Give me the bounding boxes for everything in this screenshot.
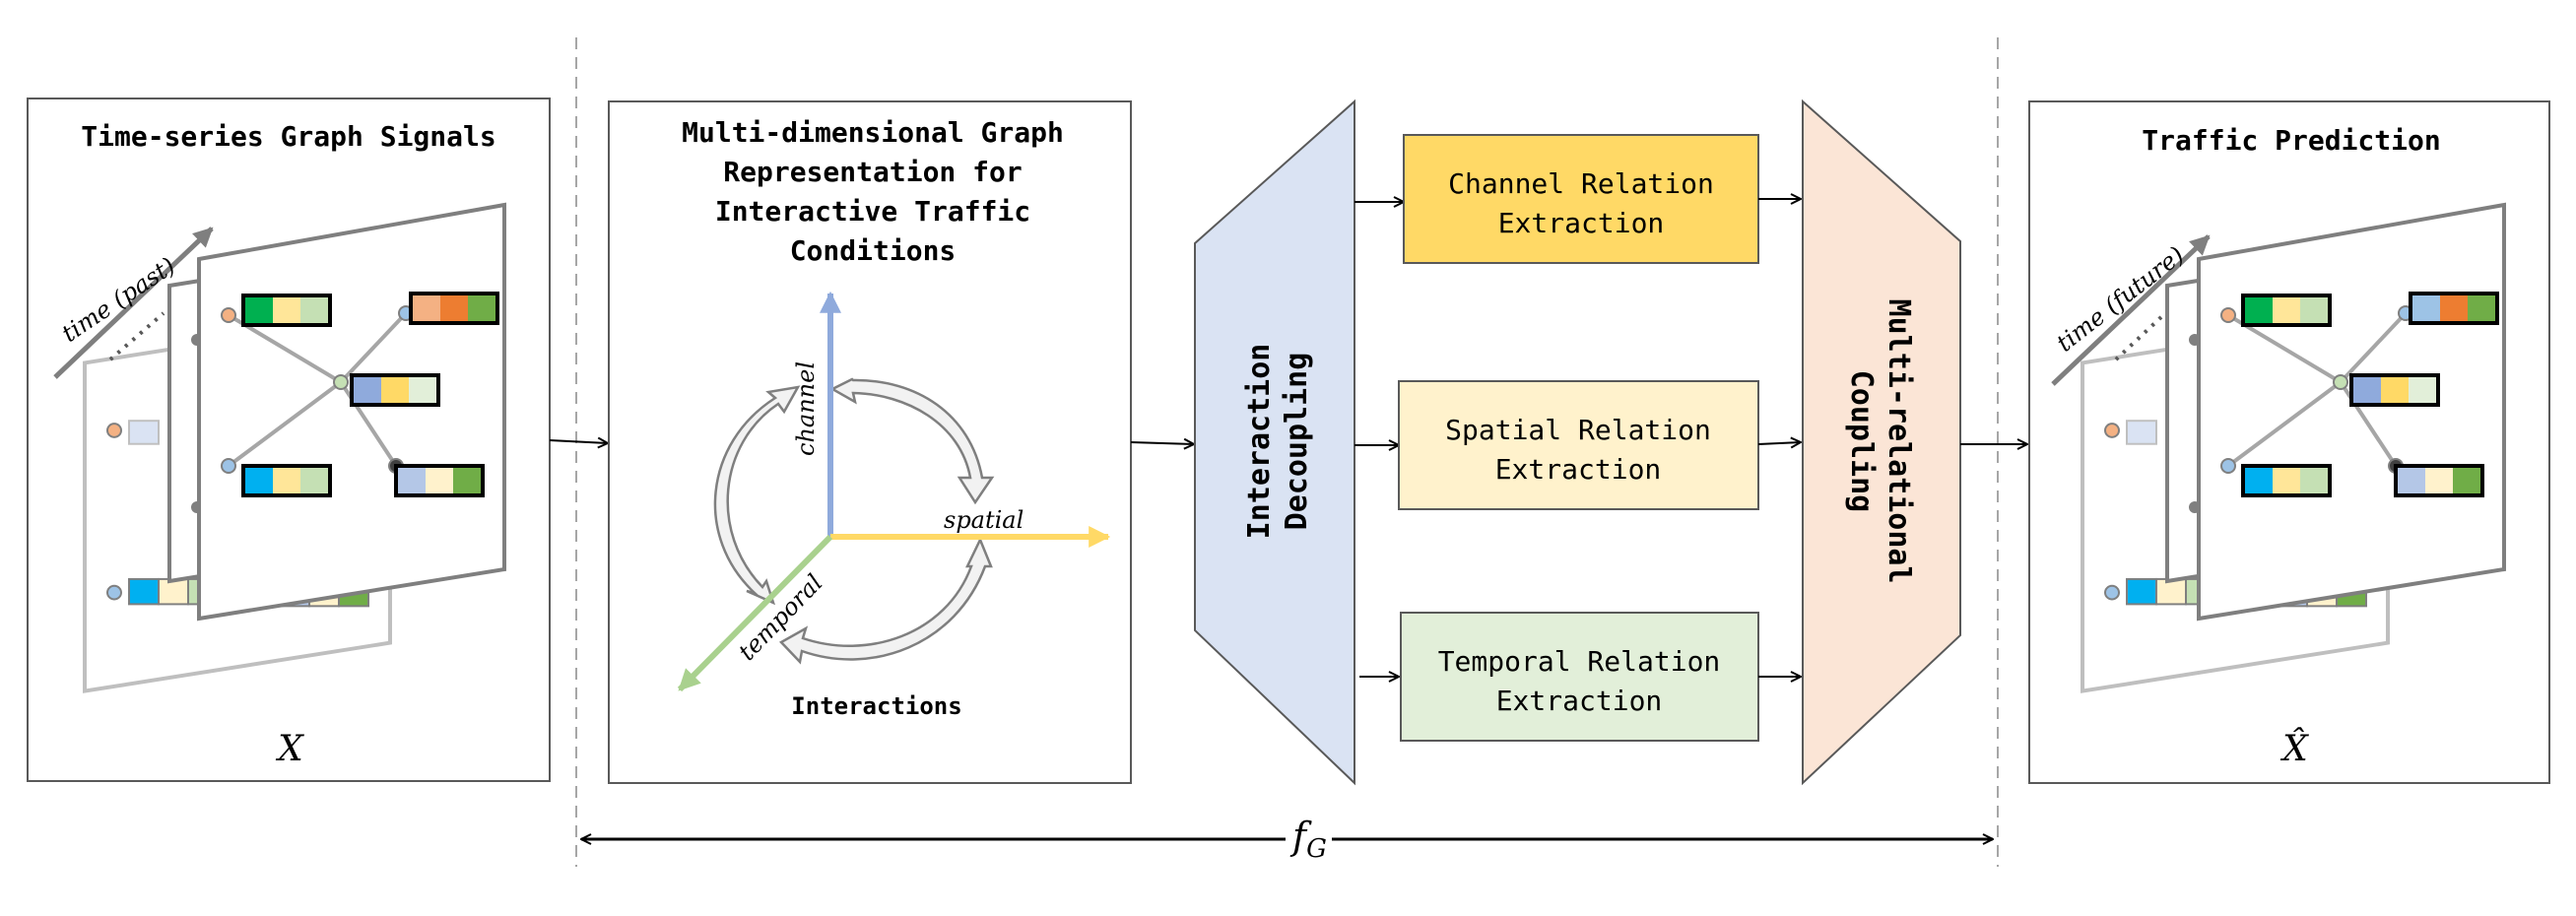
mapping-function-label: fG — [1289, 815, 1327, 864]
input-panel: Time-series Graph Signals — [27, 98, 551, 782]
arrow-input-to-representation — [549, 440, 608, 443]
decoupling-label-line: Decoupling — [1280, 353, 1314, 531]
interaction-arrow-spatial-temporal — [778, 536, 993, 665]
representation-title-line: Interactive Traffic — [715, 195, 1030, 228]
spatial-relation-extraction: Spatial Relation Extraction — [1398, 380, 1759, 510]
temporal-axis — [677, 534, 833, 692]
output-panel: Traffic Prediction — [2028, 100, 2550, 784]
interactions-caption: Interactions — [791, 692, 961, 720]
spatial-axis-label: spatial — [944, 506, 1024, 534]
decoupling-label-line: Interaction — [1242, 344, 1277, 540]
channel-axis-label: channel — [792, 361, 820, 456]
interaction-cycle — [713, 377, 995, 665]
interaction-decoupling-module: Interaction Decoupling — [1194, 98, 1355, 786]
coupling-label-line: Coupling — [1844, 370, 1879, 513]
arrow-spatial-to-coupling — [1757, 442, 1801, 444]
future-graph-stack: time (future) — [2051, 203, 2506, 693]
feature-block — [2349, 373, 2440, 407]
representation-title: Multi-dimensional Graph Representation f… — [682, 116, 1064, 267]
interaction-arrow-temporal-channel — [713, 385, 801, 606]
representation-title-line: Conditions — [790, 234, 957, 267]
channel-relation-extraction: Channel Relation Extraction — [1403, 134, 1759, 264]
feature-block — [394, 464, 485, 497]
representation-title-line: Representation for — [723, 156, 1022, 188]
channel-box-label-line: Extraction — [1498, 207, 1665, 239]
temporal-box-label-line: Temporal Relation — [1438, 645, 1721, 678]
output-panel-title: Traffic Prediction — [2142, 124, 2440, 157]
spatial-box-label-line: Extraction — [1495, 453, 1662, 486]
representation-title-line: Multi-dimensional Graph — [682, 116, 1064, 149]
feature-block — [2241, 464, 2332, 497]
feature-block — [350, 373, 440, 407]
feature-block — [409, 292, 499, 325]
time-arrow — [53, 227, 214, 379]
feature-block — [2394, 464, 2484, 497]
input-symbol: X — [275, 729, 304, 769]
mapping-function-span: fG — [581, 815, 1993, 864]
time-arrow — [2051, 234, 2211, 386]
multi-relational-coupling-module: Multi-relational Coupling — [1802, 98, 1961, 786]
arrow-representation-to-decoupling — [1130, 442, 1194, 444]
feature-block — [2241, 294, 2332, 327]
representation-panel: Multi-dimensional Graph Representation f… — [608, 100, 1132, 784]
spatial-box-label-line: Spatial Relation — [1445, 414, 1711, 446]
feature-block — [241, 464, 332, 497]
feature-block — [241, 294, 332, 327]
coupling-label-line: Multi-relational — [1882, 299, 1916, 584]
feature-block — [2409, 292, 2499, 325]
output-symbol: X̂ — [2279, 727, 2309, 769]
channel-box-label-line: Channel Relation — [1448, 167, 1714, 200]
temporal-box-label-line: Extraction — [1496, 685, 1663, 717]
function-subscript: G — [1306, 834, 1327, 864]
temporal-relation-extraction: Temporal Relation Extraction — [1400, 612, 1759, 742]
input-panel-title: Time-series Graph Signals — [81, 120, 495, 153]
interaction-arrow-channel-spatial — [829, 377, 995, 505]
